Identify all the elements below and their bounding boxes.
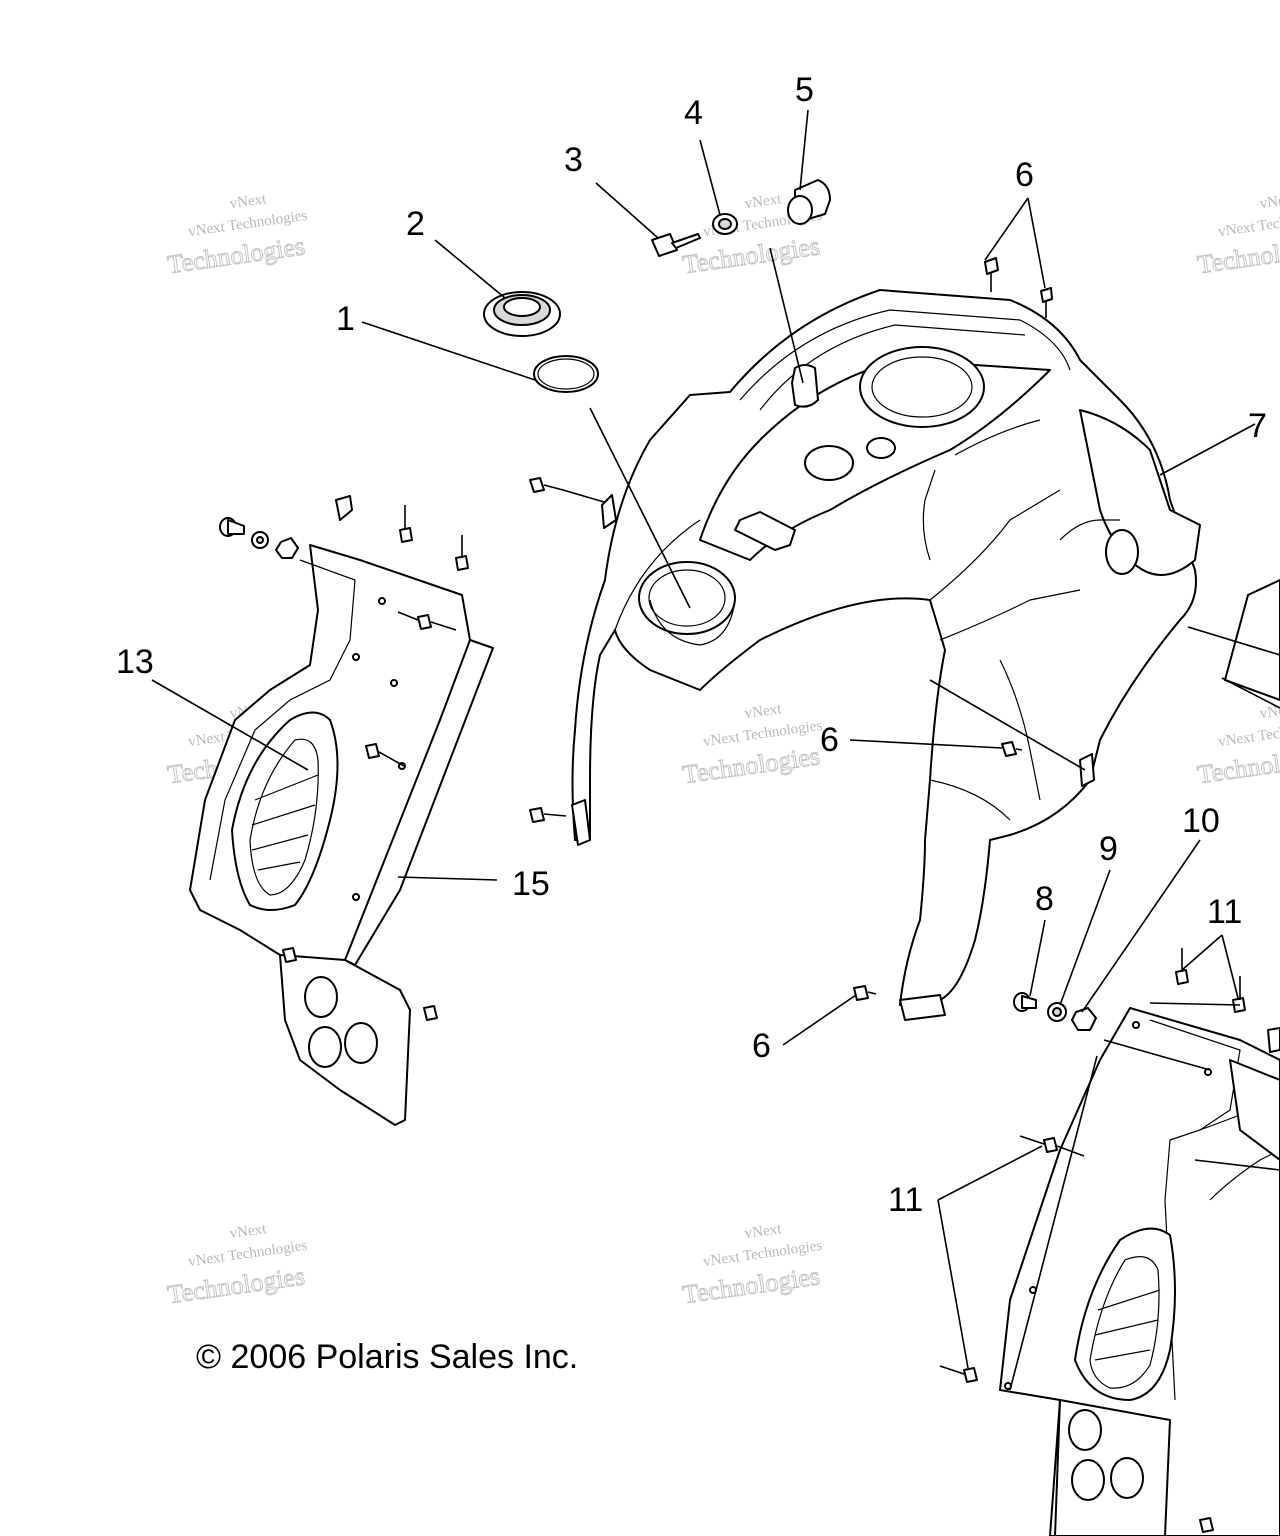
watermark: vNext vNext Technologies Technologies (680, 1221, 823, 1310)
callout-5: 5 (795, 71, 814, 109)
part-2-bezel (483, 291, 561, 337)
watermark: vNext vNext Technologies Technologies (1195, 701, 1280, 790)
part-5-switch (787, 179, 831, 225)
svg-text:vNext: vNext (1259, 701, 1280, 722)
svg-text:Technologies: Technologies (166, 231, 307, 279)
front-cab-hood (571, 289, 1201, 1021)
callout-7: 7 (1248, 407, 1267, 445)
callout-6-bottom: 6 (752, 1027, 771, 1065)
callout-11-lower: 11 (888, 1181, 923, 1219)
callout-9: 9 (1099, 830, 1118, 868)
svg-text:vNext: vNext (744, 191, 783, 212)
svg-text:vNext Technologies: vNext Technologies (1217, 208, 1280, 241)
leader-lines (151, 109, 1280, 1391)
callout-4: 4 (684, 94, 703, 132)
callout-6-top: 6 (1015, 156, 1034, 194)
callout-6-middle: 6 (820, 721, 839, 759)
part-6-screws (529, 257, 1053, 1001)
callout-3: 3 (564, 141, 583, 179)
watermark: vNext vNext Technologies Technologies (165, 1221, 308, 1310)
callout-10: 10 (1182, 802, 1220, 840)
callout-2: 2 (406, 205, 425, 243)
svg-text:vNext: vNext (744, 1221, 783, 1242)
svg-text:vNext: vNext (229, 1221, 268, 1242)
callout-8: 8 (1035, 880, 1054, 918)
callout-15: 15 (512, 865, 550, 903)
callout-numbers: 1 2 3 4 5 6 6 6 7 8 9 10 11 11 13 15 (116, 71, 1267, 1219)
watermark: vNext vNext Technologies Technologies (680, 701, 823, 790)
svg-text:vNext: vNext (229, 191, 268, 212)
right-side-panel (999, 579, 1280, 1536)
callout-1: 1 (336, 300, 355, 338)
svg-text:Technologies: Technologies (681, 231, 822, 279)
svg-text:vNext Technologies: vNext Technologies (1217, 718, 1280, 751)
left-hardware (219, 495, 469, 1021)
watermark: vNext vNext Technologies Technologies (165, 191, 308, 280)
svg-text:Technologies: Technologies (1196, 741, 1280, 789)
callout-11-upper: 11 (1207, 893, 1242, 931)
svg-text:Technologies: Technologies (1196, 231, 1280, 279)
part-4-nut (712, 213, 738, 235)
part-1-o-ring (533, 355, 599, 393)
svg-text:vNext: vNext (744, 701, 783, 722)
part-11-fasteners (939, 948, 1280, 1533)
svg-text:Technologies: Technologies (681, 741, 822, 789)
watermark: vNext vNext Technologies Technologies (1195, 191, 1280, 280)
left-side-panel (189, 544, 494, 1126)
part-3-key (651, 233, 701, 257)
svg-text:Technologies: Technologies (166, 1261, 307, 1309)
svg-text:Technologies: Technologies (681, 1261, 822, 1309)
part-8-9-10-hardware (1013, 992, 1097, 1031)
callout-13: 13 (116, 643, 154, 681)
svg-text:vNext: vNext (1259, 191, 1280, 212)
copyright-notice: © 2006 Polaris Sales Inc. (196, 1338, 578, 1376)
